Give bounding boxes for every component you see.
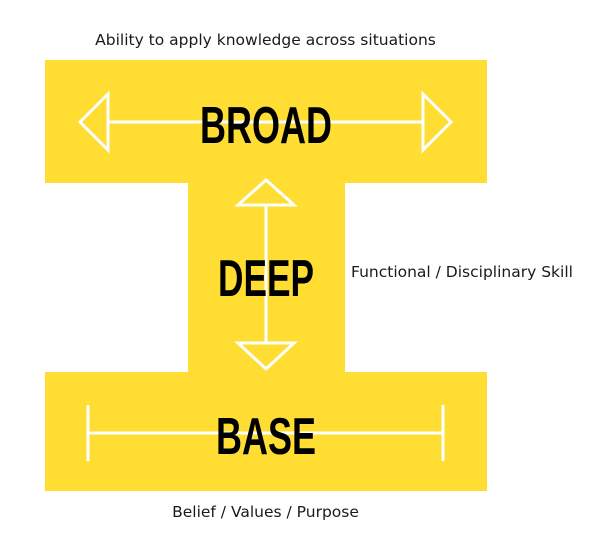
- base-label: BASE: [216, 408, 316, 466]
- base-caption: Belief / Values / Purpose: [172, 503, 359, 521]
- deep-caption: Functional / Disciplinary Skill: [351, 263, 573, 281]
- vertical-arrow-icon: [234, 177, 298, 372]
- base-range-icon: [86, 405, 445, 461]
- broad-label: BROAD: [200, 97, 332, 155]
- broad-caption: Ability to apply knowledge across situat…: [95, 31, 436, 49]
- deep-label: DEEP: [218, 250, 314, 308]
- horizontal-arrow-icon: [77, 90, 454, 154]
